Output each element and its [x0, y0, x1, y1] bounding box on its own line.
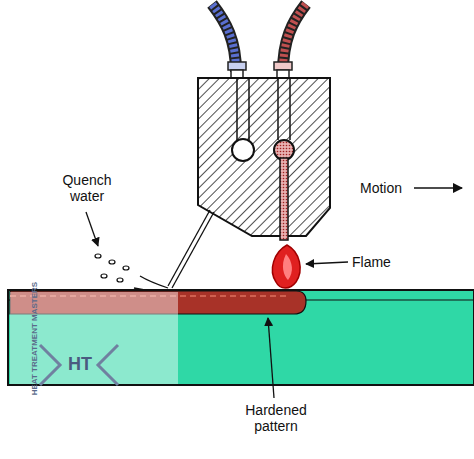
gas-passage — [274, 140, 294, 160]
leader-line — [268, 318, 274, 398]
callout-label: Quench water — [48, 172, 126, 204]
logo-chevron — [98, 345, 118, 385]
watermark: HEAT TREATMENT MASTERS — [30, 274, 39, 404]
leader-line — [86, 212, 98, 246]
logo-chevron — [40, 345, 60, 385]
water-passage — [232, 139, 254, 161]
torch-head — [198, 78, 330, 236]
leader-line — [306, 262, 348, 264]
callout-label: Hardened pattern — [236, 402, 316, 434]
callout-label: Flame — [352, 254, 412, 270]
hose-fittings — [228, 62, 292, 78]
workpiece — [8, 290, 474, 385]
gas-hoses — [212, 4, 306, 72]
flame — [272, 245, 300, 288]
callout-label: Motion — [350, 180, 412, 196]
motion-arrow — [414, 187, 462, 189]
flame-nozzle — [280, 158, 288, 240]
logo-text: HT — [64, 354, 96, 375]
